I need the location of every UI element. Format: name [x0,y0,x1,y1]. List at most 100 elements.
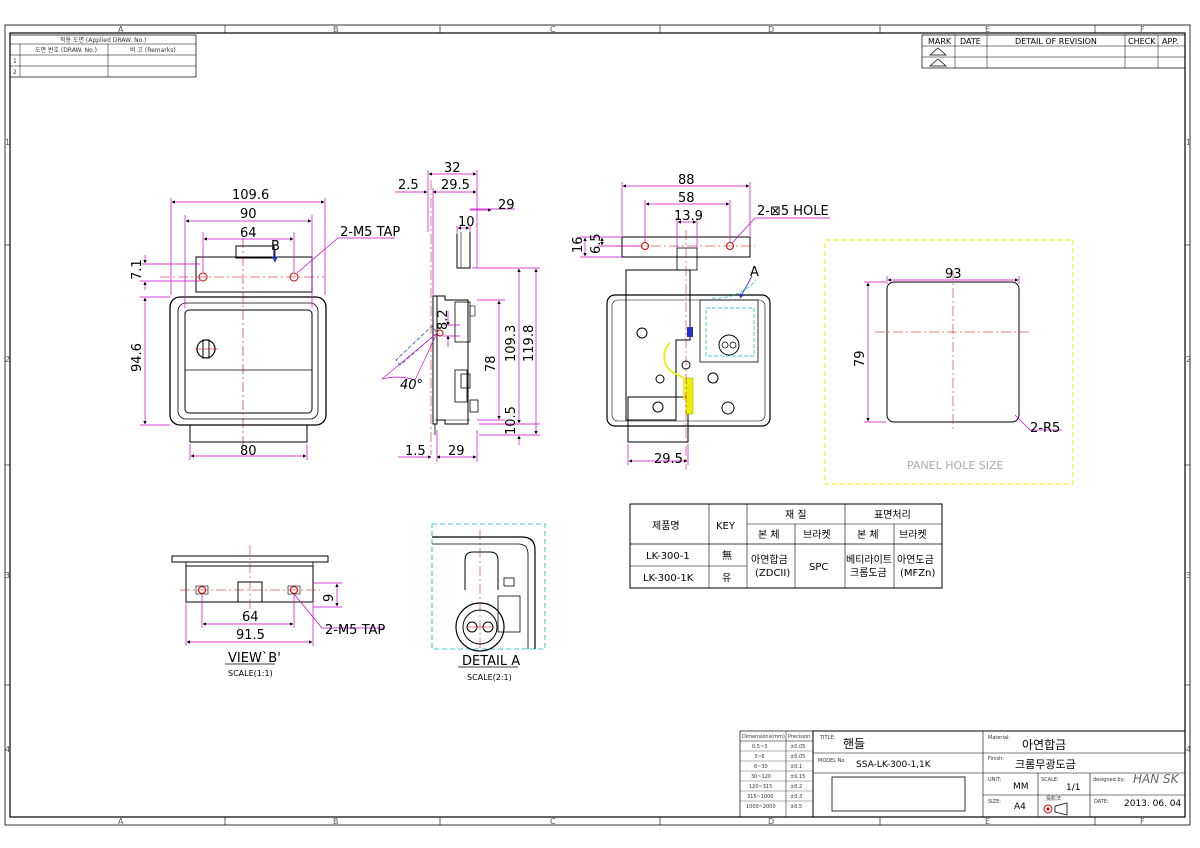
zone-col-label: B [333,25,339,34]
unit-value: MM [1013,782,1029,792]
dim-label: 16 [571,236,586,253]
tolerance-range: 120~315 [749,784,772,790]
zone-row-label: 4 [5,745,10,754]
dim-label: 64 [240,226,257,241]
spec-header-key: KEY [716,521,736,532]
dim-label: 29 [498,198,515,213]
tolerance-value: ±0.1 [790,764,802,770]
tolerance-value: ±0.5 [790,804,802,810]
dim-label: 2-M5 TAP [340,225,400,240]
title-label: TITLE: [819,735,836,741]
revision-table: MARK DATE DETAIL OF REVISION CHECK APP. [921,34,1186,69]
detail-a-marker: A [750,265,759,280]
zone-col-label: E [985,25,990,34]
dim-label: 80 [240,444,257,459]
title-block: TITLE: 핸들 MODEL No. SSA-LK-300-1,1K Mate… [812,730,1186,818]
zone-col-label: E [985,817,990,826]
projection-label: 投影法 [1046,795,1061,802]
tolerance-value: ±0.15 [790,774,805,780]
spec-material-body-code: (ZDCII) [755,568,790,579]
spec-header-material: 재 질 [785,509,807,521]
dim-label: 32 [444,161,461,176]
model-number: SSA-LK-300-1,1K [856,760,932,770]
spec-header-name: 제품명 [652,520,680,532]
applied-row-no: 2 [13,69,17,76]
spec-finish-body: 베티라이트 [846,554,892,566]
view-b-marker: B [271,239,280,254]
spec-finish-bracket-code: (MFZn) [900,568,935,579]
angle-label: 40° [400,378,423,393]
size-label: SIZE: [988,799,1001,805]
designer-signature: HAN SK [1133,772,1180,786]
tolerance-value: ±0.05 [790,744,805,750]
tolerance-value: ±0.05 [790,754,805,760]
zone-col-label: F [1140,25,1145,34]
applied-col-drawno: 도면 번호 (DRAW. No.) [35,46,97,54]
model-label: MODEL No. [818,758,846,764]
spec-sub-body: 본 체 [857,529,879,541]
dim-label: 1.5 [405,444,426,459]
revision-col-date: DATE [960,37,981,46]
dim-label: 13.9 [674,209,703,224]
spec-sub-bracket: 브라켓 [899,529,927,541]
zone-col-label: C [550,817,556,826]
revision-triangle-icon [929,47,947,56]
zone-col-label: D [768,817,774,826]
tolerance-range: 30~120 [751,774,771,780]
tolerance-range: 6~30 [754,764,768,770]
applied-title: 적용 도면 (Applied DRAW. No.) [60,36,146,44]
scale-value: 1/1 [1066,783,1080,793]
zone-col-label: A [118,25,124,34]
view-b: 64 91.5 9 2-M5 TAP VIEW`B' SCALE(1:1) [171,545,385,678]
panel-hole-view: 93 79 2-R5 PANEL HOLE SIZE [824,239,1074,485]
zone-row-label: 1 [5,138,10,147]
spec-finish-body-plating: 크롬도금 [850,567,887,579]
finish-label: Finish: [988,756,1004,762]
finish-value: 크롬무광도금 [1015,758,1076,771]
view-b-title: VIEW`B' [228,651,281,666]
dim-label: 64 [242,610,259,625]
dim-label: 2.5 [398,178,419,193]
spec-row-key: 유 [722,572,731,584]
zone-row-label: 1 [1186,138,1191,147]
spec-row-key: 無 [722,549,732,562]
zone-row-label: 2 [1186,355,1191,364]
spec-finish-bracket: 아연도금 [897,554,934,566]
zone-col-label: C [550,25,556,34]
designed-label: designed by: [1093,777,1125,783]
tolerance-range: 3~6 [754,754,765,760]
radius-callout: 2-R5 [1030,421,1060,436]
dim-label: 88 [678,173,695,188]
material-label: Material: [988,735,1010,741]
dim-label: 90 [240,207,257,222]
detail-a-title: DETAIL A [462,654,520,669]
dim-label: 29.5 [441,178,470,193]
dim-label: 7.1 [130,259,145,280]
zone-row-label: 3 [1186,571,1191,580]
tolerance-range: 0.5~3 [752,744,767,750]
dim-label: 29.5 [654,452,683,467]
projection-symbol-icon [1043,802,1068,816]
dim-label: 29 [448,444,465,459]
revision-triangle-icon [929,58,947,67]
hole-callout: 2-⊠5 HOLE [757,204,829,219]
dim-label: 109.6 [232,188,269,203]
date-label: DATE: [1094,799,1109,805]
tap-callout: 2-M5 TAP [325,623,385,638]
front-view-dimensions: 109.6 90 64 80 2-M5 TAP B 7.1 94.6 [130,188,400,459]
spec-header-finish: 표면처리 [874,509,911,521]
dim-label: 93 [945,267,962,282]
zone-row-label: 2 [5,355,10,364]
zone-col-label: F [1140,817,1145,826]
spec-row-name: LK-300-1 [646,551,690,562]
dim-label: 78 [484,355,499,372]
size-value: A4 [1014,802,1026,812]
dim-label: 109.3 [504,325,519,362]
spec-sub-body: 본 체 [758,529,780,541]
rear-view [580,182,830,470]
tolerance-table: Dimensions(mm) Precision 0.5~3 ±0.05 3~6… [739,730,814,818]
spec-row-name: LK-300-1K [643,573,694,584]
material-value: 아연합금 [1022,738,1066,752]
spec-material-bracket: SPC [809,562,828,573]
zone-col-label: A [118,817,124,826]
